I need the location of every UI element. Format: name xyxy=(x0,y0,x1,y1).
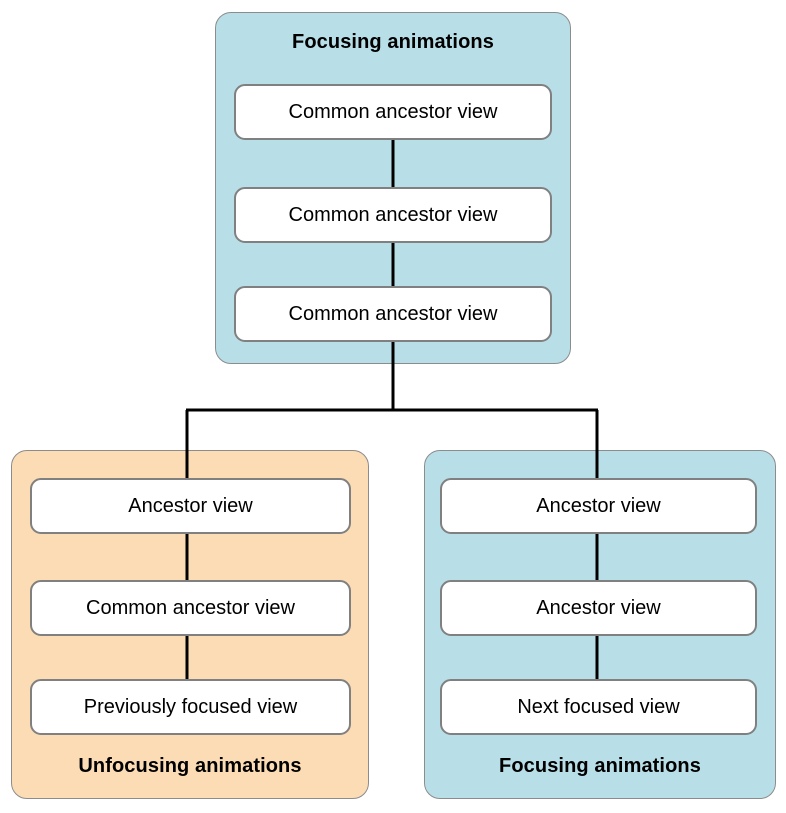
node-next-focused-view-right-3[interactable]: Next focused view xyxy=(440,679,757,735)
node-common-ancestor-view-top-2[interactable]: Common ancestor view xyxy=(234,187,552,243)
node-common-ancestor-view-left-2[interactable]: Common ancestor view xyxy=(30,580,351,636)
node-ancestor-view-right-1[interactable]: Ancestor view xyxy=(440,478,757,534)
node-ancestor-view-right-2[interactable]: Ancestor view xyxy=(440,580,757,636)
group-title-top: Focusing animations xyxy=(292,31,494,53)
node-ancestor-view-left-1[interactable]: Ancestor view xyxy=(30,478,351,534)
node-previously-focused-view-left-3[interactable]: Previously focused view xyxy=(30,679,351,735)
node-common-ancestor-view-top-3[interactable]: Common ancestor view xyxy=(234,286,552,342)
node-common-ancestor-view-top-1[interactable]: Common ancestor view xyxy=(234,84,552,140)
group-title-left: Unfocusing animations xyxy=(78,755,302,777)
group-title-right: Focusing animations xyxy=(499,755,701,777)
